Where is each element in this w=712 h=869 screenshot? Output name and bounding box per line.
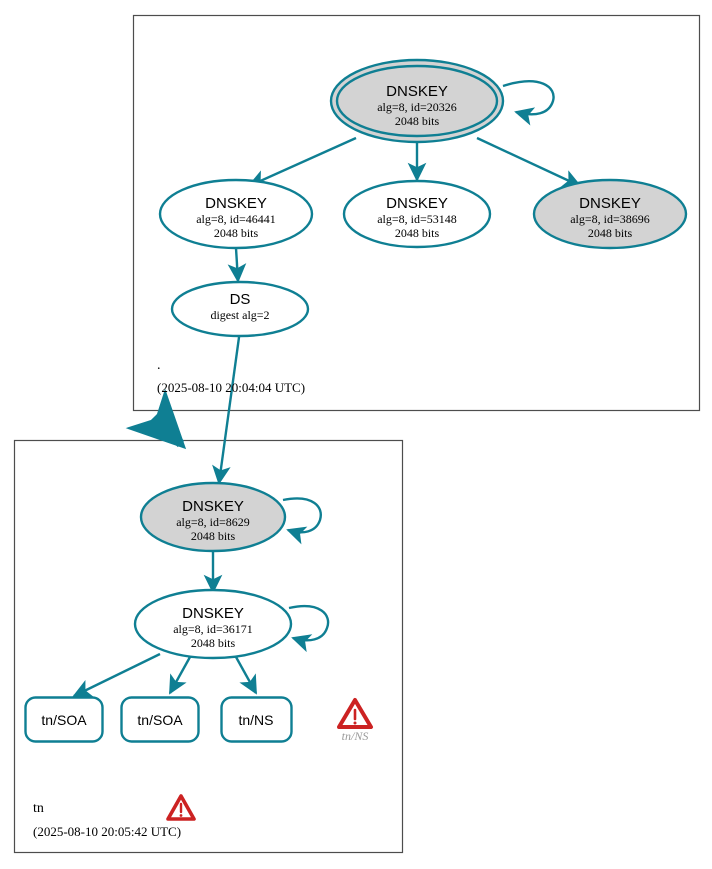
node-rrset-tn-soa-2-label: tn/SOA [137, 712, 183, 728]
node-rrset-tn-soa-1-rect [24, 696, 104, 743]
zone-warning-triangle-icon[interactable] [166, 794, 196, 821]
node-dnskey-8629-ellipse [139, 481, 287, 553]
node-error-tn-ns[interactable]: tn/NS [337, 698, 373, 743]
warning-triangle-icon [337, 698, 373, 729]
node-dnskey-53148-keyinfo: alg=8, id=53148 [377, 212, 457, 226]
node-dnskey-20326[interactable]: DNSKEY alg=8, id=20326 2048 bits [329, 58, 505, 144]
edge-zsk36171-self-loop [288, 605, 330, 653]
edge-zsk36171-to-rrset-ns [234, 656, 258, 695]
node-rrset-tn-ns[interactable]: tn/NS [220, 696, 293, 743]
node-ds-title: DS [230, 291, 251, 308]
node-rrset-tn-soa-1-label: tn/SOA [41, 712, 87, 728]
node-dnskey-8629-title: DNSKEY [182, 498, 244, 515]
edge-ksk20326-self-loop [502, 80, 555, 126]
node-dnskey-53148[interactable]: DNSKEY alg=8, id=53148 2048 bits [342, 179, 492, 249]
edge-ksk8629-self-loop [282, 497, 322, 545]
node-ds-ellipse [170, 280, 310, 338]
node-dnskey-53148-keysize: 2048 bits [395, 226, 440, 240]
edge-zsk36171-to-rrset-soa-2 [168, 656, 192, 695]
node-dnskey-20326-title: DNSKEY [386, 83, 448, 100]
node-rrset-tn-ns-rect [220, 696, 293, 743]
edge-zsk46441-to-ds [227, 247, 247, 283]
node-dnskey-36171-keyinfo: alg=8, id=36171 [173, 622, 253, 636]
node-dnskey-20326-inner-ellipse [335, 64, 499, 138]
node-dnskey-36171-title: DNSKEY [182, 605, 244, 622]
edge-ksk20326-to-zsk46441 [247, 136, 357, 188]
edge-ds-to-tn-ksk8629 [212, 329, 242, 485]
node-dnskey-8629-keysize: 2048 bits [191, 529, 236, 543]
node-dnskey-38696-ellipse [532, 178, 688, 250]
node-rrset-tn-soa-2[interactable]: tn/SOA [120, 696, 200, 743]
node-dnskey-53148-title: DNSKEY [386, 195, 448, 212]
node-dnskey-38696-keysize: 2048 bits [588, 226, 633, 240]
node-dnskey-36171-ellipse [133, 588, 293, 660]
node-error-tn-ns-label: tn/NS [342, 729, 369, 743]
node-dnskey-36171[interactable]: DNSKEY alg=8, id=36171 2048 bits [133, 588, 293, 660]
node-dnskey-46441-keyinfo: alg=8, id=46441 [196, 212, 276, 226]
zone-timestamp-tn: (2025-08-10 20:05:42 UTC) [33, 824, 181, 839]
zone-name-root: . [157, 358, 161, 373]
node-ds-digest-alg: digest alg=2 [210, 308, 269, 322]
node-dnskey-46441-keysize: 2048 bits [214, 226, 259, 240]
node-rrset-tn-soa-2-rect [120, 696, 200, 743]
node-dnskey-20326-keysize: 2048 bits [395, 114, 440, 128]
node-dnskey-38696-title: DNSKEY [579, 195, 641, 212]
zone-caption-tn: tn (2025-08-10 20:05:42 UTC) [33, 794, 196, 839]
edge-zone-delegation-root-to-tn [125, 388, 187, 450]
node-dnskey-53148-ellipse [342, 179, 492, 249]
node-ds-digest-alg-2[interactable]: DS digest alg=2 [170, 280, 310, 338]
zone-caption-root: . (2025-08-10 20:04:04 UTC) [157, 358, 305, 395]
node-rrset-tn-ns-label: tn/NS [238, 712, 273, 728]
node-dnskey-38696-keyinfo: alg=8, id=38696 [570, 212, 650, 226]
node-dnskey-8629[interactable]: DNSKEY alg=8, id=8629 2048 bits [139, 481, 287, 553]
node-rrset-tn-soa-1[interactable]: tn/SOA [24, 696, 104, 743]
node-dnskey-46441-title: DNSKEY [205, 195, 267, 212]
node-dnskey-20326-keyinfo: alg=8, id=20326 [377, 100, 457, 114]
edge-zsk36171-to-rrset-soa-1 [72, 652, 161, 698]
node-dnskey-46441[interactable]: DNSKEY alg=8, id=46441 2048 bits [158, 178, 314, 250]
node-dnskey-8629-keyinfo: alg=8, id=8629 [176, 515, 250, 529]
edge-ksk20326-to-zsk38696 [476, 136, 582, 188]
node-dnskey-46441-ellipse [158, 178, 314, 250]
node-dnskey-38696[interactable]: DNSKEY alg=8, id=38696 2048 bits [532, 178, 688, 250]
zone-name-tn: tn [33, 801, 44, 816]
zone-timestamp-root: (2025-08-10 20:04:04 UTC) [157, 380, 305, 395]
node-dnskey-36171-keysize: 2048 bits [191, 636, 236, 650]
